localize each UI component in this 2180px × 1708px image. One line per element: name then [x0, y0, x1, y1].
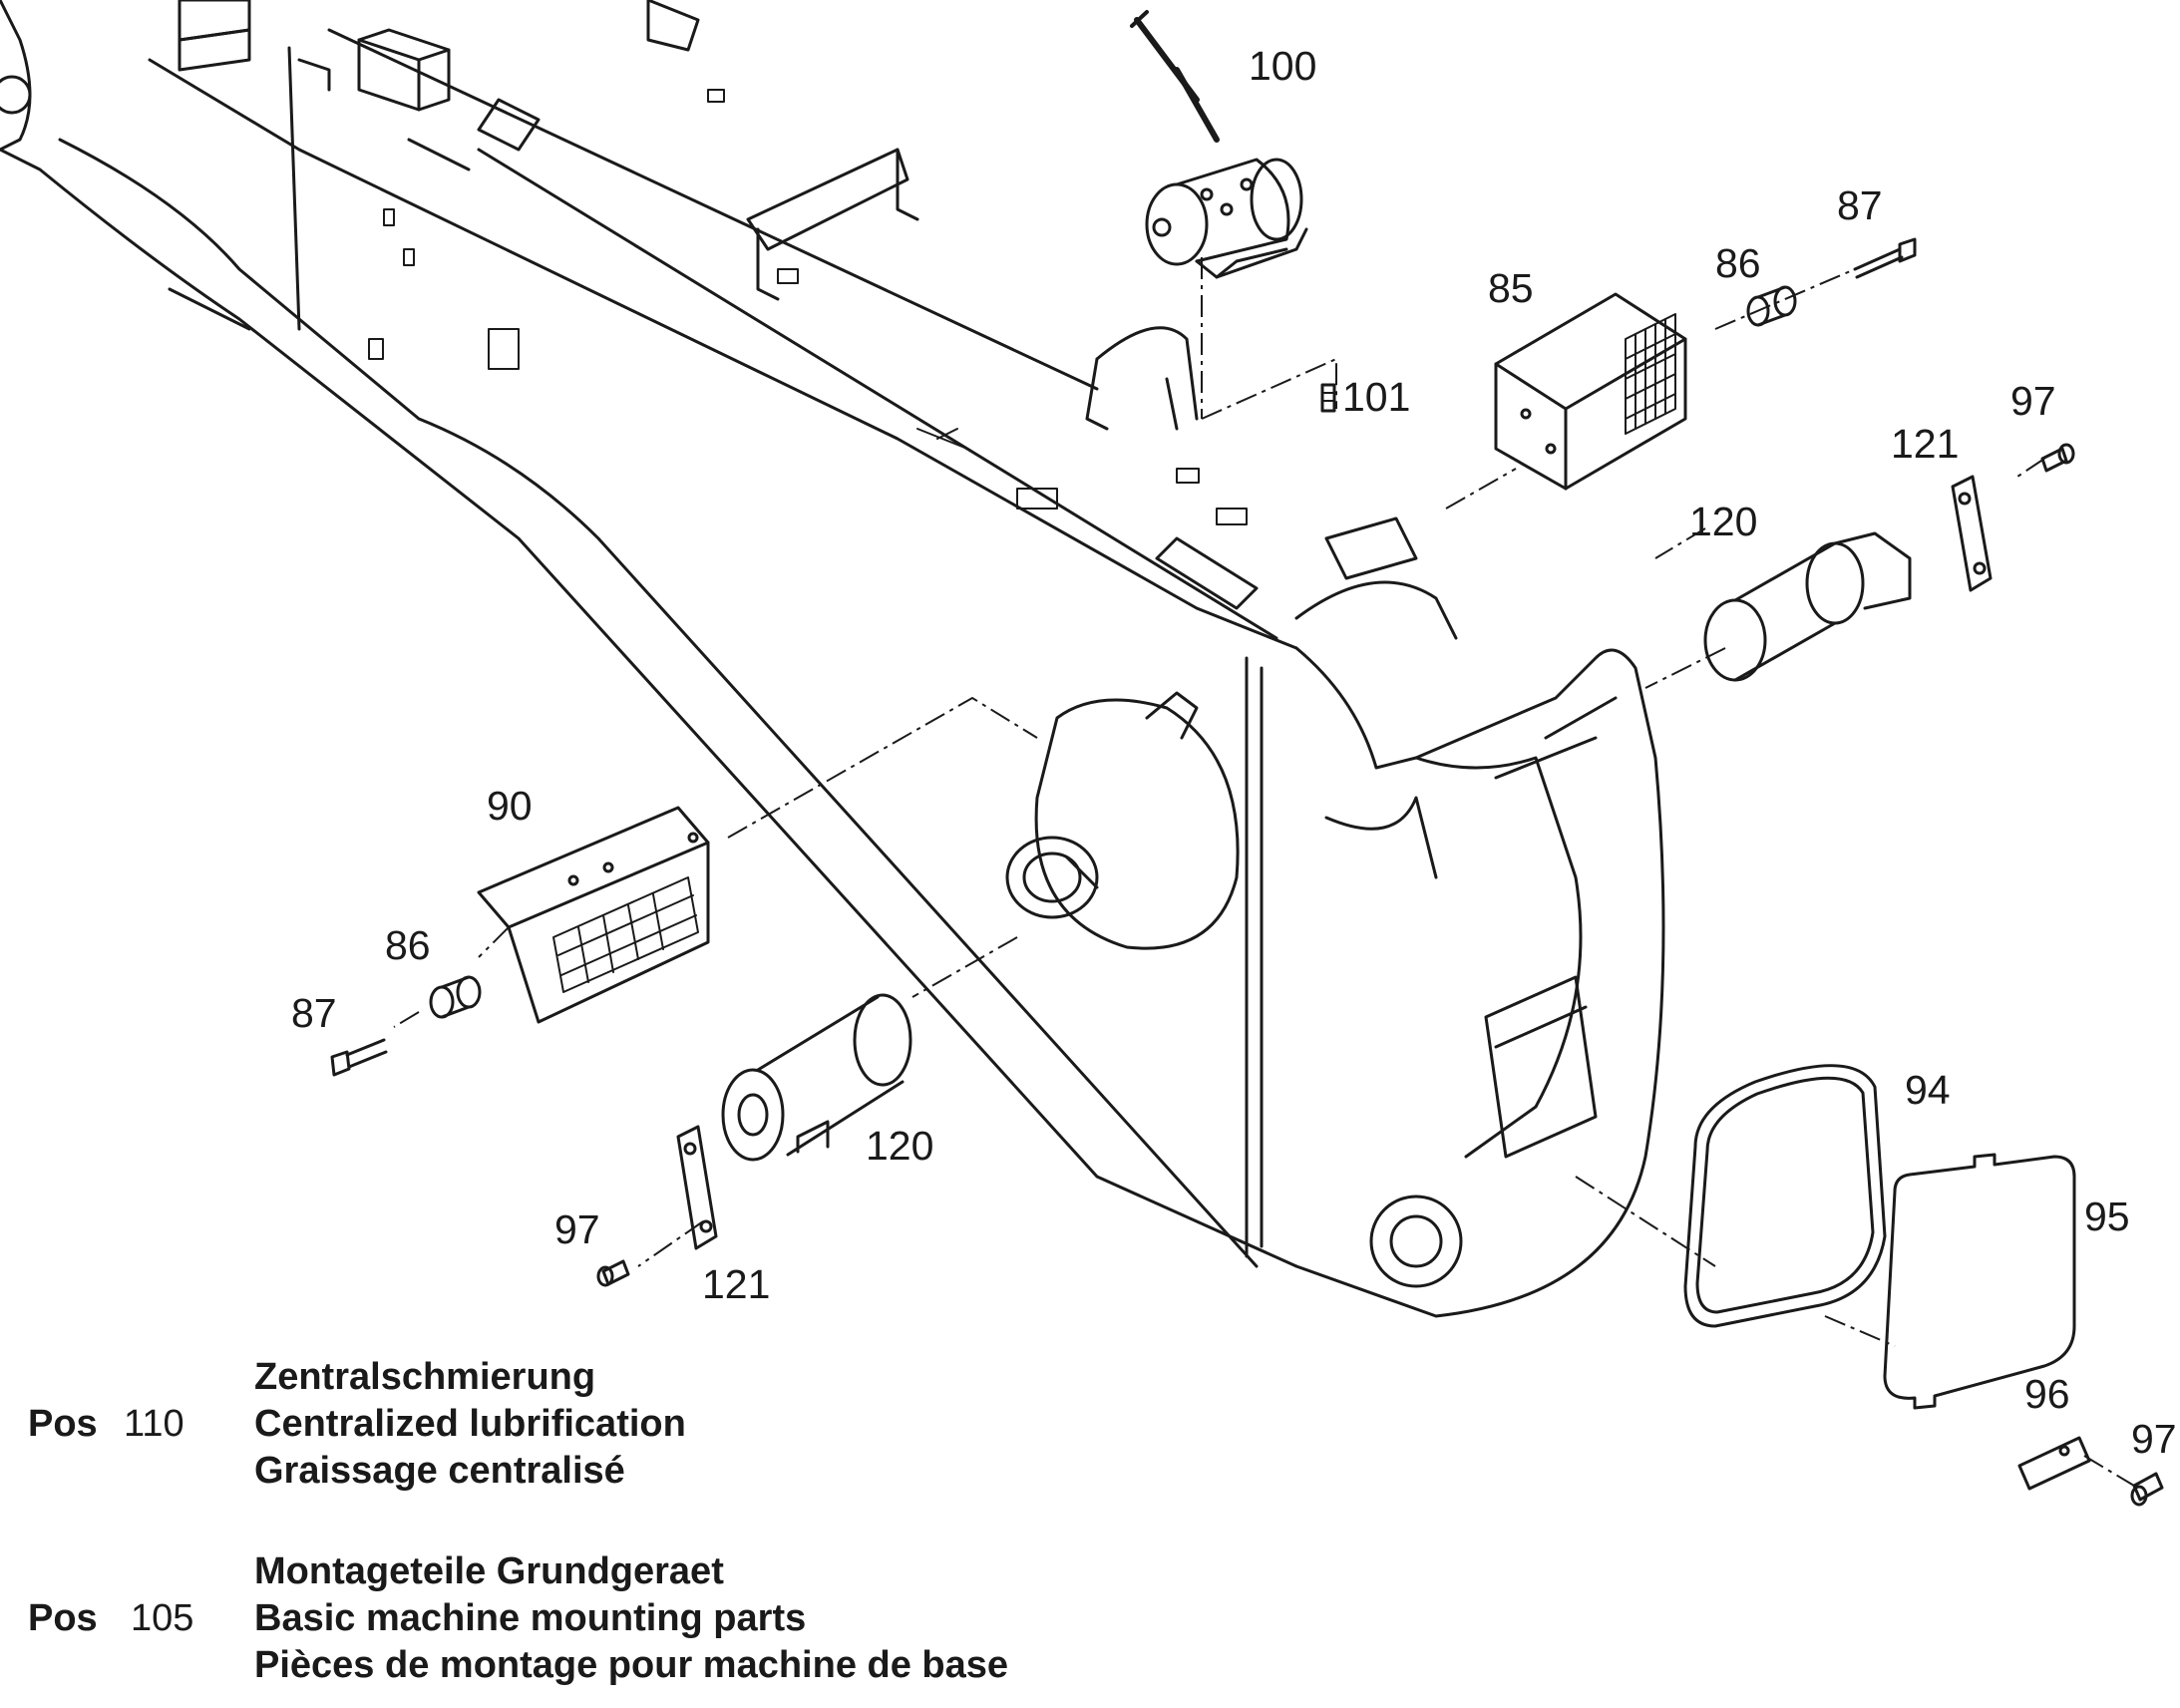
callout-121-upper: 121 — [1891, 421, 1959, 467]
callout-87-upper: 87 — [1837, 182, 1883, 228]
part-94-gasket — [1683, 1064, 1887, 1328]
legend-pos-110: Pos 110 Zentralschmierung Centralized lu… — [0, 1346, 1197, 1496]
part-97-lower-screw — [596, 1259, 630, 1287]
part-121-lower-plate — [676, 1125, 718, 1250]
callout-86-upper: 86 — [1715, 240, 1761, 286]
callout-101: 101 — [1342, 374, 1410, 420]
part-87-upper-bolt — [1853, 237, 1917, 279]
callout-94: 94 — [1905, 1067, 1951, 1113]
part-120-upper-pin — [1703, 531, 1912, 682]
callout-120-lower: 120 — [866, 1123, 933, 1169]
legend-pos-105: Pos 105 Montageteile Grundgeraet Basic m… — [0, 1540, 1197, 1690]
legend-pos-label: Pos — [28, 1597, 98, 1639]
part-87-lower-bolt — [330, 1038, 388, 1077]
callout-100: 100 — [1249, 43, 1316, 89]
legend-line-en: Basic machine mounting parts — [254, 1597, 807, 1639]
callout-97-upper: 97 — [2010, 378, 2056, 424]
callout-120-upper: 120 — [1689, 499, 1757, 544]
top-left-fittings — [178, 0, 700, 171]
callout-90: 90 — [487, 783, 533, 829]
part-97-upper-screw — [2040, 443, 2075, 473]
legend-line-de: Montageteile Grundgeraet — [254, 1550, 724, 1592]
part-85-cover — [1494, 292, 1687, 491]
legend-line-fr: Pièces de montage pour machine de base — [254, 1644, 1009, 1686]
part-97-right-screw — [2130, 1472, 2164, 1507]
part-96-small-plate — [2017, 1436, 2091, 1491]
part-95-cover-plate — [1883, 1153, 2076, 1410]
part-120-lower-pin — [721, 993, 912, 1162]
callout-95: 95 — [2084, 1194, 2130, 1239]
callout-121-lower: 121 — [702, 1261, 770, 1307]
callout-96: 96 — [2024, 1371, 2070, 1417]
legend-line-de: Zentralschmierung — [254, 1356, 596, 1398]
callout-97-lower: 97 — [554, 1206, 600, 1252]
part-121-upper-plate — [1951, 475, 1993, 592]
assembly-center-lines — [393, 257, 2135, 1487]
part-86-lower-spacer — [429, 975, 482, 1019]
part-86-upper-spacer — [1746, 285, 1797, 327]
top-cradle — [746, 148, 919, 301]
legend-line-en: Centralized lubrification — [254, 1403, 686, 1445]
part-100-lube-pump — [1130, 10, 1308, 279]
legend-pos-label: Pos — [28, 1403, 98, 1445]
callout-87-lower: 87 — [291, 990, 337, 1036]
callout-97-right: 97 — [2131, 1416, 2177, 1462]
legend-line-fr: Graissage centralisé — [254, 1450, 625, 1492]
legend-pos-number: 105 — [131, 1597, 194, 1639]
callout-86-lower: 86 — [385, 922, 431, 968]
legend-pos-number: 110 — [124, 1403, 184, 1445]
boom-frame — [0, 0, 1665, 1318]
callout-85: 85 — [1488, 265, 1534, 311]
boom-studs — [368, 89, 1248, 525]
part-90-grille-cover — [477, 806, 710, 1024]
callout-labels: 100 101 85 86 87 97 121 120 90 86 87 120… — [291, 43, 2177, 1462]
part-101-bolt — [1320, 383, 1336, 413]
